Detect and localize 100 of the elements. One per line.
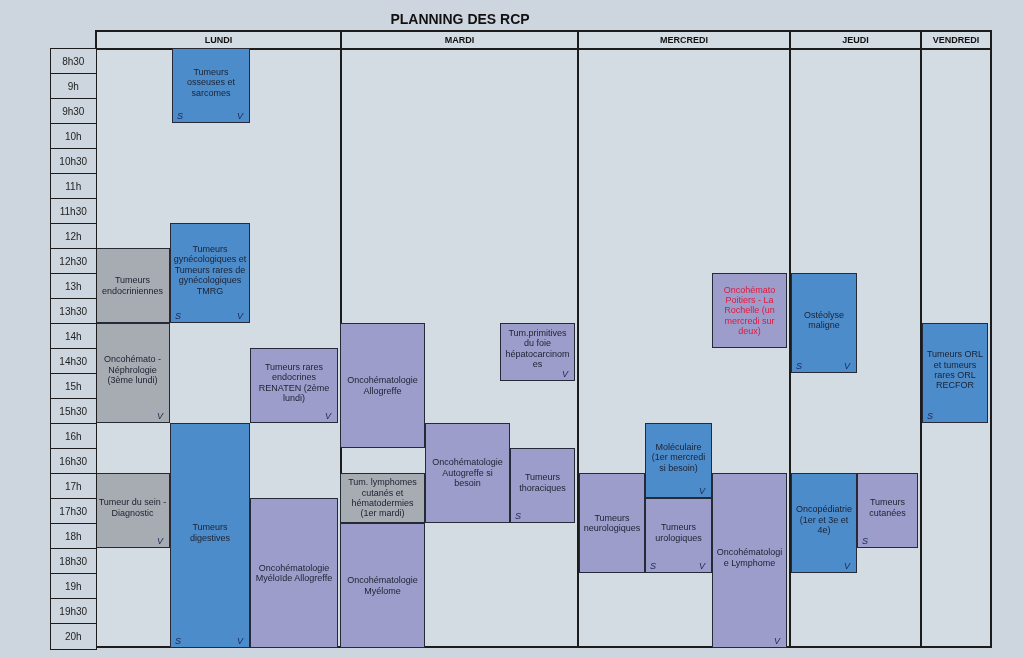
session-mark: V: [237, 112, 243, 121]
time-slot: 20h: [50, 623, 97, 650]
day-label: MARDI: [444, 35, 475, 45]
session-block: [510, 448, 575, 523]
time-slot: 18h: [50, 523, 97, 550]
session-block: [712, 273, 787, 348]
session-block: [95, 473, 170, 548]
session-block: [95, 323, 170, 423]
day-label: JEUDI: [842, 35, 869, 45]
session-mark: S: [650, 562, 656, 571]
time-slot: 8h30: [50, 48, 97, 75]
session-block: [170, 423, 250, 648]
session-mark: V: [325, 412, 331, 421]
session-label: Tumeurs ORL et tumeurs rares ORL RECFOR: [925, 349, 985, 391]
session-block: [857, 473, 918, 548]
session-block: [645, 423, 712, 498]
session-block: [250, 348, 338, 423]
time-slot: 19h: [50, 573, 97, 600]
time-slot: 10h: [50, 123, 97, 150]
session-label: Oncohématologie Allogreffe: [346, 375, 419, 396]
session-label: Tumeurs endocriniennes: [100, 275, 164, 296]
time-slot: 9h30: [50, 98, 97, 125]
session-block: [791, 273, 857, 373]
session-mark: V: [844, 362, 850, 371]
session-label: Oncohématologie Myélome: [346, 575, 419, 596]
session-label: Ostéolyse maligne: [803, 309, 845, 331]
session-block: [922, 323, 988, 423]
time-slot: 10h30: [50, 148, 97, 175]
day-label: VENDREDI: [932, 35, 980, 45]
session-label: Tumeurs digestives: [189, 522, 231, 543]
day-column: [577, 30, 791, 648]
session-block: [340, 473, 425, 523]
session-label: Tumeurs neurologiques: [582, 512, 642, 534]
session-label: Tumeurs gynécologiques et Tumeurs rares de gynécologiques TMRG: [173, 244, 247, 296]
session-mark: V: [237, 312, 243, 321]
day-column: [95, 30, 342, 648]
time-slot: 12h30: [50, 248, 97, 275]
session-label: Tumeurs rares endocrines RENATEN (2ème lundi): [257, 361, 331, 404]
session-mark: V: [562, 369, 568, 379]
session-label: Tum. lymphomes cutanés et hématodermies (1er mardi): [347, 477, 418, 519]
session-mark: S: [796, 362, 802, 371]
day-column: [340, 30, 579, 648]
session-label: Oncopédiatrie (1er et 3e et 4e): [794, 504, 853, 536]
time-slot: 12h: [50, 223, 97, 250]
session-block: [170, 223, 250, 323]
session-mark: S: [175, 637, 181, 646]
session-block: [250, 498, 338, 648]
session-label: Oncohématologie Autogreffe si besoin: [431, 457, 504, 489]
time-slot: 16h30: [50, 448, 97, 475]
session-block: [791, 473, 857, 573]
time-slot: 17h30: [50, 498, 97, 525]
session-block: [95, 248, 170, 323]
session-mark: S: [927, 412, 933, 421]
day-label: MERCREDI: [660, 35, 708, 45]
session-mark: V: [157, 537, 163, 546]
session-mark: S: [177, 112, 183, 121]
session-block: [500, 323, 575, 381]
session-block: [172, 48, 250, 123]
time-slot: 9h: [50, 73, 97, 100]
session-mark: V: [844, 562, 850, 571]
time-slot: 17h: [50, 473, 97, 500]
session-label: Tumeurs cutanées: [868, 497, 907, 518]
session-label: Oncohémato - Néphrologie (3ème lundi): [103, 354, 162, 386]
day-column: [920, 30, 992, 648]
session-label: Oncohématologie Myéloïde Allogreffe: [254, 562, 334, 584]
session-label: Tumeurs osseuses et sarcomes: [186, 67, 236, 98]
time-slot: 13h: [50, 273, 97, 300]
session-mark: V: [699, 562, 705, 571]
session-mark: S: [175, 312, 181, 321]
time-slot: 18h30: [50, 548, 97, 575]
time-slot: 16h: [50, 423, 97, 450]
day-column: [789, 30, 922, 648]
session-block: [425, 423, 510, 523]
session-block: [579, 473, 645, 573]
session-mark: V: [157, 412, 163, 421]
session-label: Tumeurs urologiques: [654, 522, 703, 543]
session-label: Oncohématologie Lymphome: [715, 547, 784, 568]
session-mark: S: [862, 537, 868, 546]
time-slot: 14h: [50, 323, 97, 350]
time-slot: 13h30: [50, 298, 97, 325]
session-mark: V: [774, 637, 780, 646]
session-mark: V: [699, 487, 705, 496]
session-mark: S: [515, 512, 521, 521]
day-label: LUNDI: [204, 35, 233, 45]
session-label: Tum.primitives du foie hépatocarcinomes: [504, 328, 571, 370]
session-block: [645, 498, 712, 573]
session-label: Tumeur du sein - Diagnostic: [98, 497, 167, 518]
time-slot: 19h30: [50, 598, 97, 625]
session-label: Oncohémato Poitiers - La Rochelle (un mercredi sur deux): [722, 284, 777, 337]
session-block: [712, 473, 787, 648]
session-label: Tumeurs thoraciques: [518, 472, 567, 493]
title: PLANNING DES RCP: [389, 11, 531, 27]
time-slot: 15h30: [50, 398, 97, 425]
time-slot: 14h30: [50, 348, 97, 375]
time-slot: 15h: [50, 373, 97, 400]
time-slot: 11h: [50, 173, 97, 200]
session-mark: V: [237, 637, 243, 646]
session-block: [340, 323, 425, 448]
time-slot: 11h30: [50, 198, 97, 225]
session-block: [340, 523, 425, 648]
